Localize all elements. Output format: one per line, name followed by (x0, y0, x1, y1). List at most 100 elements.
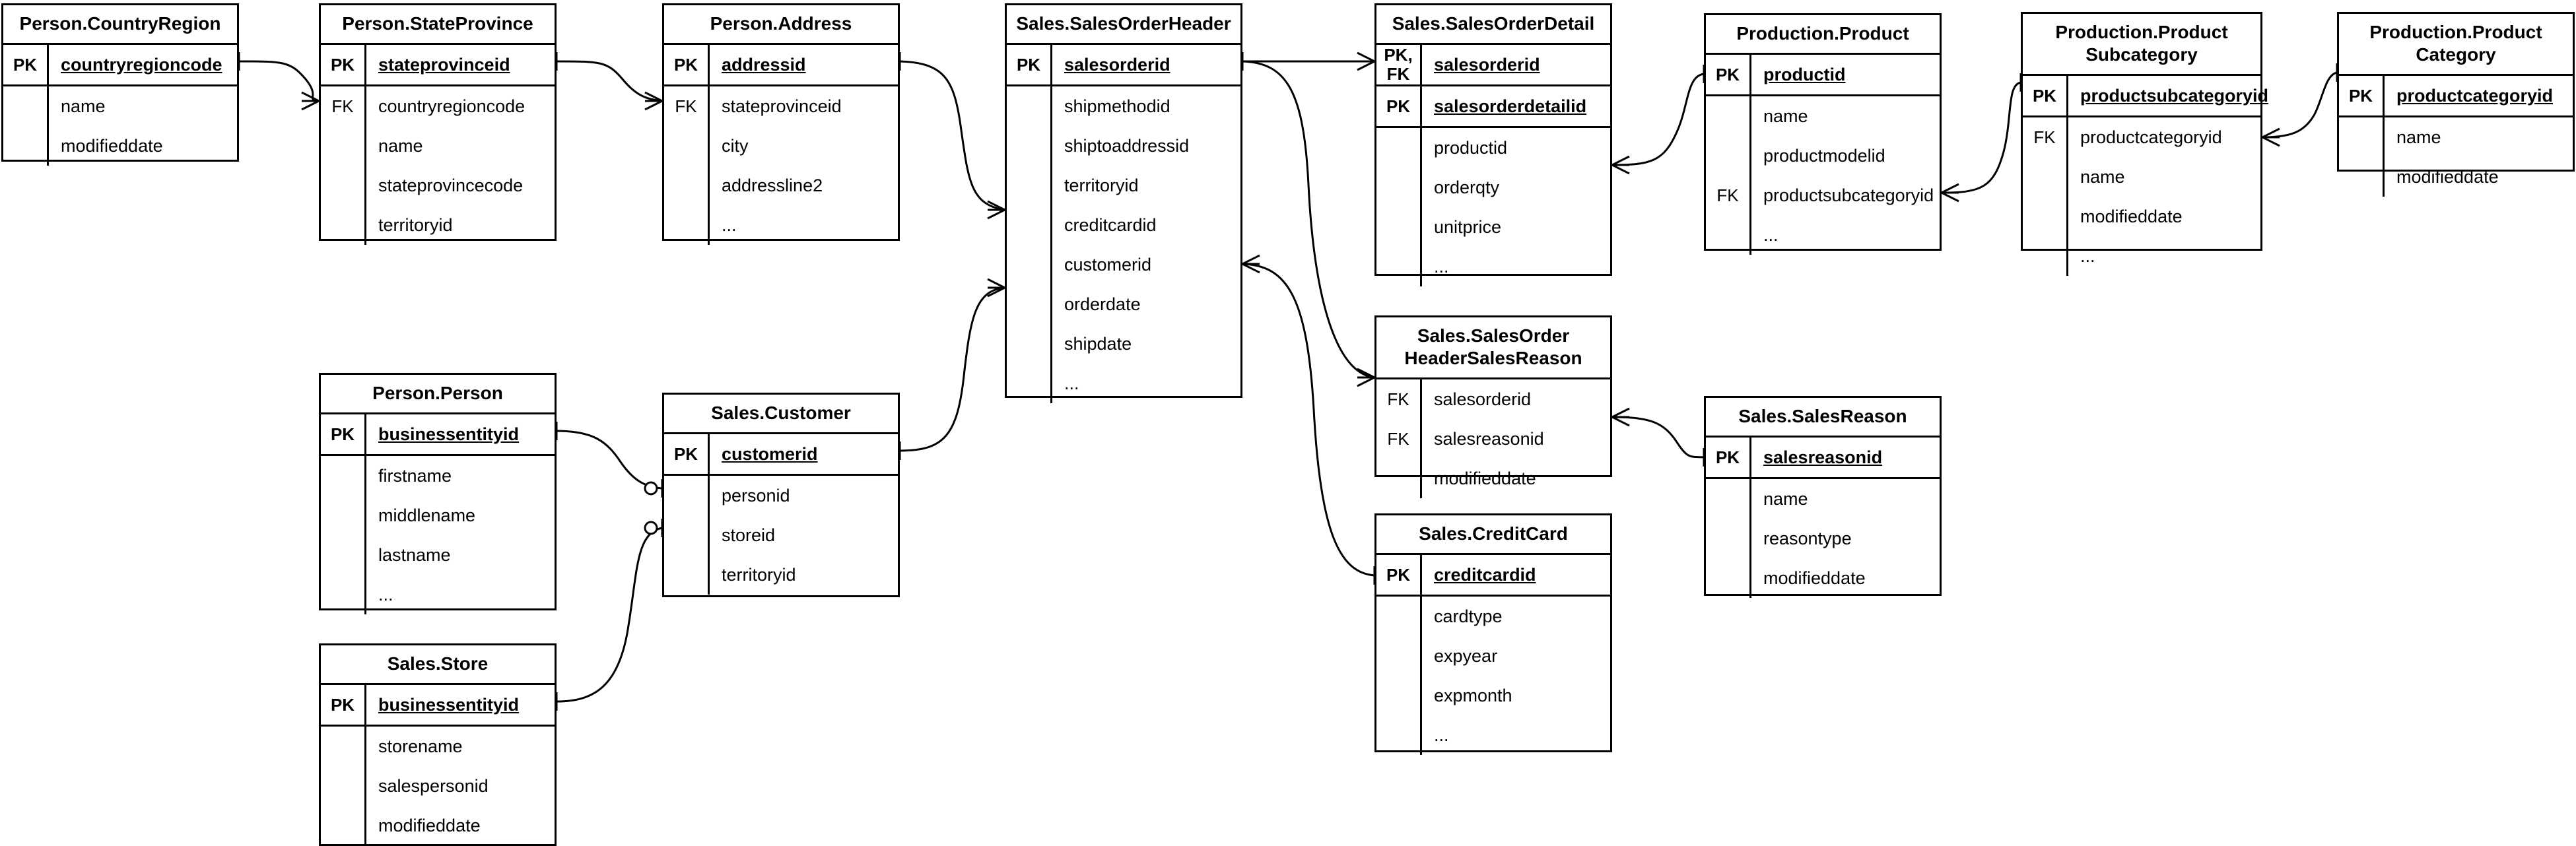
attribute-row: modifieddate (1706, 558, 1940, 599)
key-indicator (2023, 197, 2066, 236)
attribute-name: ... (1434, 256, 1449, 277)
attribute-row: name (1706, 479, 1940, 519)
key-indicator (664, 205, 708, 245)
column-divider (708, 476, 710, 516)
key-indicator (1376, 597, 1420, 636)
column-divider (1420, 555, 1422, 595)
relationship-line (556, 430, 663, 490)
key-indicator (664, 515, 708, 555)
key-indicator (321, 456, 364, 496)
key-indicator (1376, 715, 1420, 755)
attribute-name: expyear (1434, 645, 1498, 666)
key-indicator (664, 126, 708, 166)
column-divider (364, 126, 366, 166)
attribute-name: lastname (378, 544, 451, 565)
cardinality-target-many (301, 91, 320, 111)
key-indicator (1007, 245, 1050, 284)
key-indicator (321, 205, 364, 245)
column-divider (364, 414, 366, 455)
column-divider (1420, 45, 1422, 85)
key-indicator: PK (13, 54, 38, 75)
column-divider (364, 727, 366, 767)
relationship-r12 (555, 422, 663, 498)
attribute-row: creditcardid (1007, 205, 1240, 245)
column-divider (1050, 45, 1052, 85)
column-divider (1749, 55, 1751, 95)
key-indicator (1706, 479, 1749, 519)
relationship-line (238, 60, 320, 102)
attribute-name: unitprice (1434, 216, 1502, 237)
column-divider (1050, 205, 1052, 245)
attribute-name: productsubcategoryid (2080, 85, 2269, 106)
key-indicator (2339, 157, 2383, 197)
column-divider (1420, 379, 1422, 420)
attribute-name: productid (1434, 137, 1508, 158)
column-divider (364, 456, 366, 496)
entity-title: Person.Person (321, 375, 555, 415)
relationship-r1 (238, 52, 320, 111)
key-indicator: FK (675, 96, 697, 116)
attribute-name: orderqty (1434, 177, 1500, 197)
attribute-row: territoryid (664, 555, 898, 595)
key-indicator (1007, 205, 1050, 245)
column-divider (708, 166, 710, 206)
column-divider (708, 126, 710, 166)
entity-title: Production.Product (1706, 15, 1940, 55)
attribute-name: customerid (1064, 254, 1152, 275)
key-indicator (1007, 86, 1050, 126)
attribute-row: modifieddate (2023, 197, 2260, 237)
attribute-row: ... (1376, 715, 1610, 756)
cardinality-target-many (987, 278, 1005, 298)
entity-title: Production.Product Category (2339, 14, 2573, 77)
column-divider (364, 86, 366, 127)
attribute-row: ... (1706, 215, 1940, 255)
attribute-name: city (722, 135, 749, 156)
relationship-line (2262, 71, 2338, 139)
attribute-row: customerid (1007, 245, 1240, 285)
attribute-name: expmonth (1434, 685, 1512, 705)
column-divider (1749, 519, 1751, 559)
key-indicator: PK (673, 443, 698, 464)
attribute-name: ... (378, 584, 393, 604)
attribute-row: productid (1376, 128, 1610, 168)
attribute-row: name (1706, 96, 1940, 137)
cardinality-target-zero-or-one (644, 519, 663, 537)
attribute-name: productsubcategoryid (1763, 185, 1934, 205)
column-divider (1420, 86, 1422, 127)
entity-title: Sales.CreditCard (1376, 515, 1610, 556)
relationship-line (899, 286, 1005, 452)
relationship-r7 (2262, 63, 2338, 147)
attribute-row: modifieddate (3, 126, 237, 166)
key-indicator: PK (1715, 64, 1740, 84)
attribute-name: ... (722, 214, 737, 235)
entity-title: Person.StateProvince (321, 5, 555, 46)
key-indicator: PK (1386, 564, 1411, 585)
key-indicator (1706, 96, 1749, 136)
key-indicator: PK (673, 54, 698, 75)
relationship-r4 (1241, 51, 1375, 71)
